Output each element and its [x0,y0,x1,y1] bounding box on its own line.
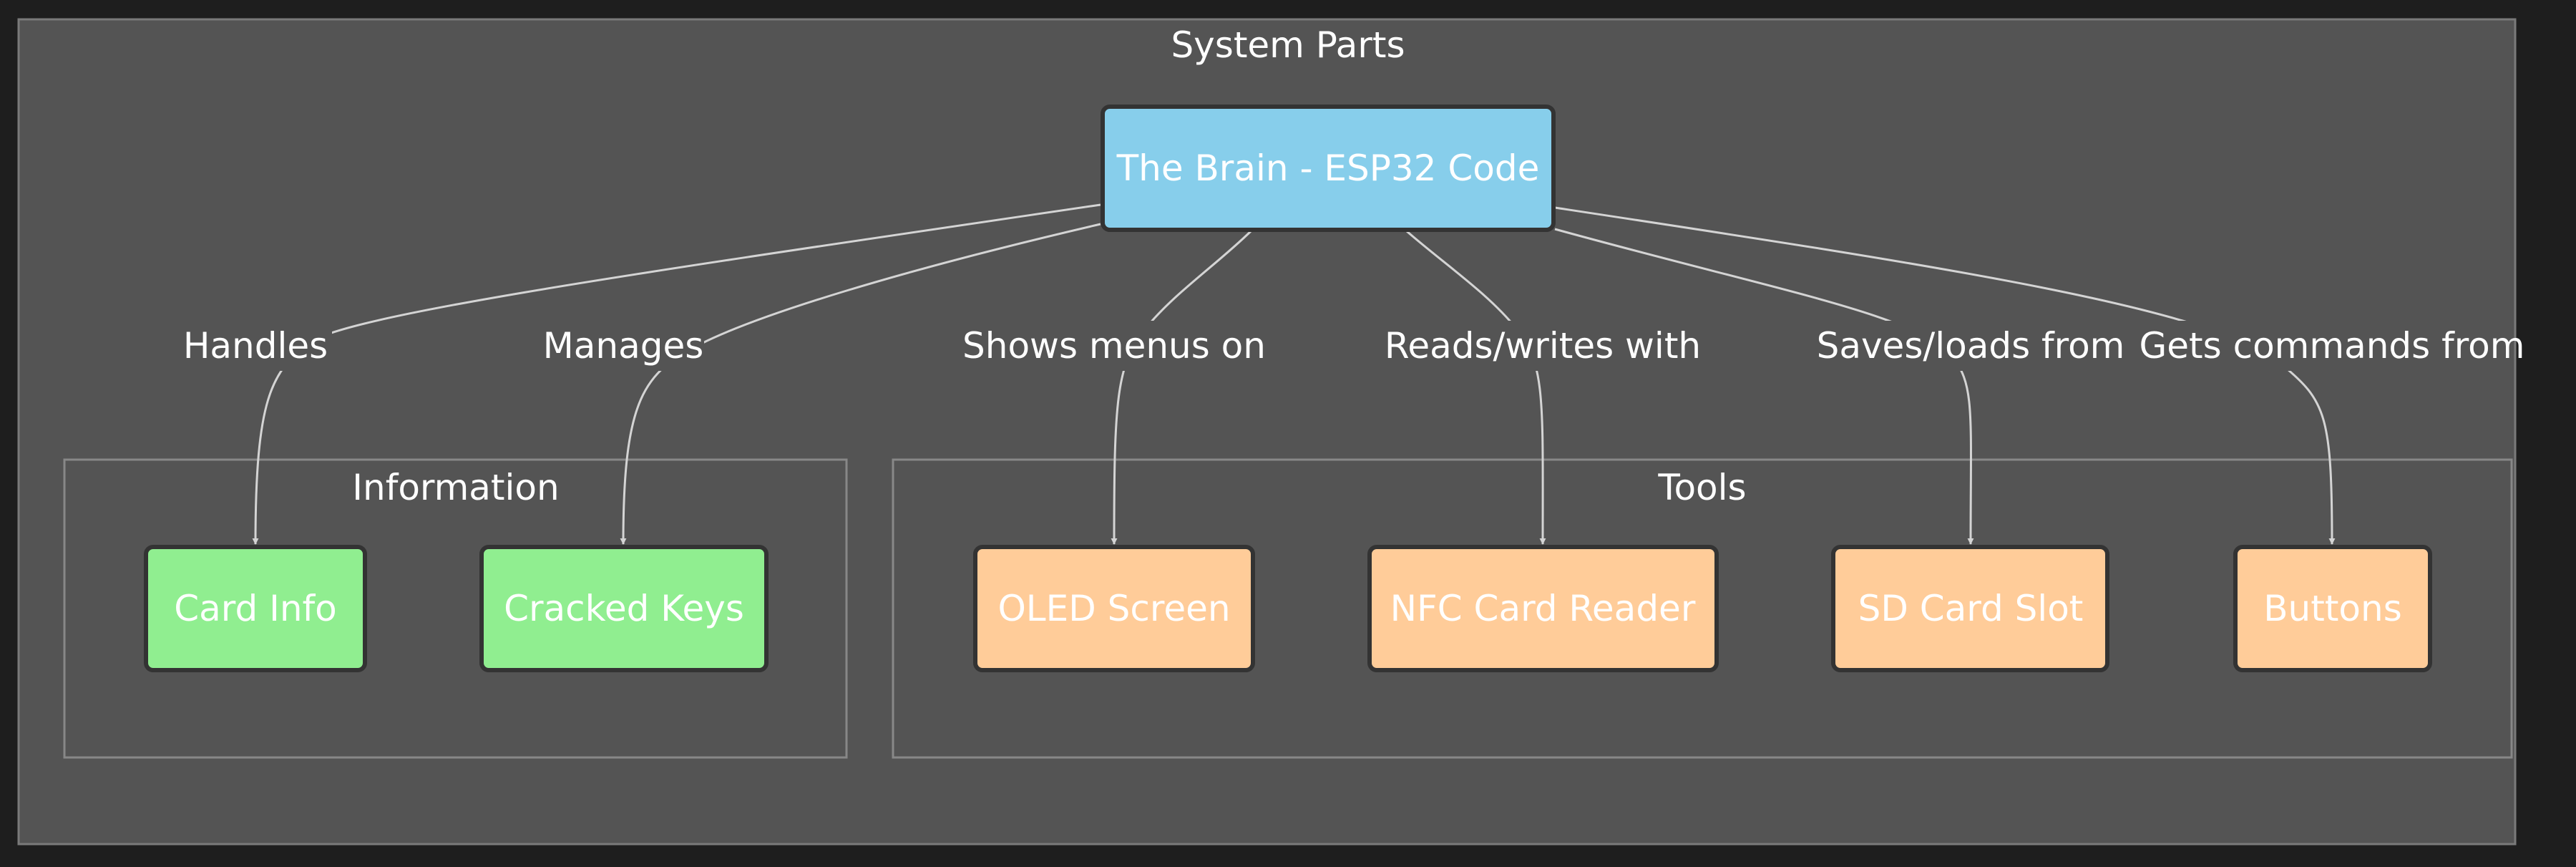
node-sd-card-slot-label: SD Card Slot [1858,588,2084,629]
edge-label-manages: Manages [543,325,704,367]
cluster-tools-box [892,458,2513,759]
node-oled-screen[interactable]: OLED Screen [973,545,1255,672]
edge-label-reads-writes-with: Reads/writes with [1385,325,1701,367]
node-cracked-keys-box [479,545,769,672]
node-oled-screen-box [973,545,1255,672]
edge-label-handles: Handles [183,325,328,367]
edge-manages [620,223,1101,545]
node-nfc-card-reader-label: NFC Card Reader [1390,588,1696,629]
node-sd-card-slot[interactable]: SD Card Slot [1831,545,2109,672]
node-buttons[interactable]: Buttons [2233,545,2432,672]
edge-label-bg-reads-writes-with [1392,321,1693,371]
edge-label-saves-loads-from: Saves/loads from [1817,325,2125,367]
edge-label-bg-manages [542,321,704,371]
node-the-brain[interactable]: The Brain - ESP32 Code [1101,105,1556,232]
node-cracked-keys[interactable]: Cracked Keys [479,545,769,672]
edge-label-shows-menus-on: Shows menus on [962,325,1266,367]
cluster-tools-title: Tools [1657,467,1746,508]
cluster-information-box [63,458,848,759]
node-card-info-label: Card Info [174,588,337,629]
edge-labels: Handles Manages Shows menus on Reads/wri… [179,321,2524,371]
node-the-brain-label: The Brain - ESP32 Code [1116,147,1540,189]
edge-label-bg-saves-loads-from [1828,321,2114,371]
diagram-title: System Parts [1171,24,1405,66]
node-sd-card-slot-box [1831,545,2109,672]
node-cracked-keys-label: Cracked Keys [504,588,744,629]
edge-handles [252,203,1101,545]
cluster-information: Information [63,458,848,759]
node-card-info[interactable]: Card Info [144,545,367,672]
edge-label-bg-shows-menus-on [971,321,1257,371]
node-buttons-label: Buttons [2263,588,2402,629]
node-card-info-box [144,545,367,672]
edge-label-bg-handles [179,321,332,371]
edge-label-bg-gets-commands-from [2155,321,2509,371]
node-buttons-box [2233,545,2432,672]
node-nfc-card-reader-box [1367,545,1719,672]
node-oled-screen-label: OLED Screen [997,588,1230,629]
cluster-tools: Tools [892,458,2513,759]
edge-label-gets-commands-from: Gets commands from [2140,325,2525,367]
node-the-brain-box [1101,105,1556,232]
cluster-information-title: Information [352,467,559,508]
node-nfc-card-reader[interactable]: NFC Card Reader [1367,545,1719,672]
